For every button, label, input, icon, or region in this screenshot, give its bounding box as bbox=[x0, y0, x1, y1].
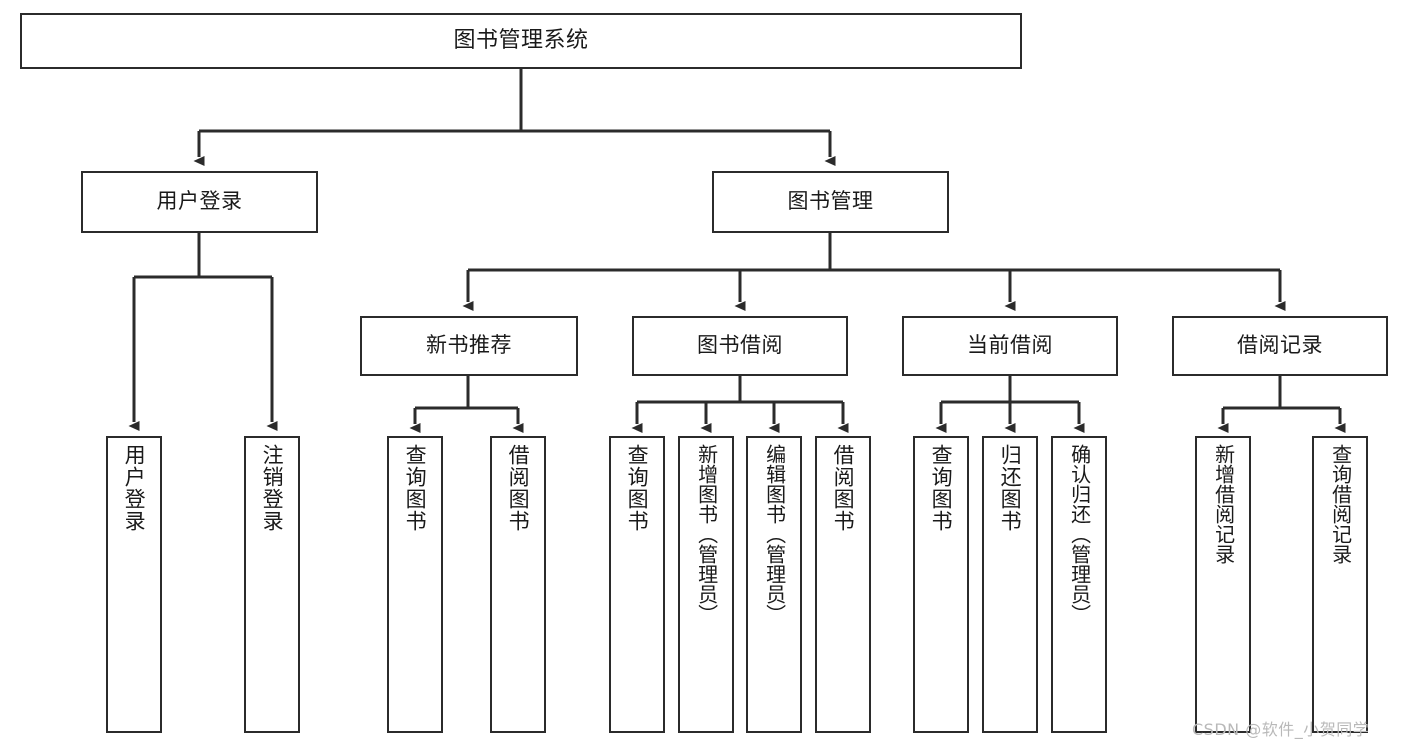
node-label: 图书借阅 bbox=[697, 333, 783, 358]
node-user-login[interactable]: 用户登录 bbox=[81, 171, 318, 233]
node-label: 图书管理 bbox=[787, 189, 874, 214]
node-label: 用户登录 bbox=[122, 444, 147, 532]
node-leaf-return-book[interactable]: 归还图书 bbox=[982, 436, 1038, 733]
node-new-book-recommend[interactable]: 新书推荐 bbox=[360, 316, 578, 376]
node-leaf-edit-book[interactable]: 编辑图书（管理员） bbox=[746, 436, 802, 733]
watermark-text: CSDN @软件_小贺同学 bbox=[1192, 720, 1370, 739]
node-label: 确认归还（管理员） bbox=[1067, 444, 1092, 624]
node-leaf-confirm-return[interactable]: 确认归还（管理员） bbox=[1051, 436, 1107, 733]
node-leaf-user-login[interactable]: 用户登录 bbox=[106, 436, 162, 733]
node-leaf-add-record[interactable]: 新增借阅记录 bbox=[1195, 436, 1251, 733]
node-label: 图书管理系统 bbox=[453, 27, 589, 53]
node-label: 归还图书 bbox=[998, 444, 1023, 532]
node-leaf-query-record[interactable]: 查询借阅记录 bbox=[1312, 436, 1368, 733]
node-leaf-query-book-3[interactable]: 查询图书 bbox=[913, 436, 969, 733]
node-label: 新增借阅记录 bbox=[1211, 444, 1236, 564]
node-borrow-record[interactable]: 借阅记录 bbox=[1172, 316, 1388, 376]
node-label: 注销登录 bbox=[260, 444, 285, 532]
node-root-system[interactable]: 图书管理系统 bbox=[20, 13, 1022, 69]
node-label: 新书推荐 bbox=[426, 333, 512, 358]
node-leaf-add-book[interactable]: 新增图书（管理员） bbox=[678, 436, 734, 733]
node-label: 借阅图书 bbox=[831, 444, 856, 532]
node-leaf-borrow-book-1[interactable]: 借阅图书 bbox=[490, 436, 546, 733]
node-label: 用户登录 bbox=[156, 189, 243, 214]
node-book-manage[interactable]: 图书管理 bbox=[712, 171, 949, 233]
node-leaf-logout-login[interactable]: 注销登录 bbox=[244, 436, 300, 733]
node-label: 查询图书 bbox=[929, 444, 954, 532]
node-label: 新增图书（管理员） bbox=[694, 444, 719, 624]
node-book-borrow[interactable]: 图书借阅 bbox=[632, 316, 848, 376]
node-label: 借阅图书 bbox=[506, 444, 531, 532]
node-leaf-query-book-1[interactable]: 查询图书 bbox=[387, 436, 443, 733]
node-label: 查询图书 bbox=[625, 444, 650, 532]
node-label: 当前借阅 bbox=[967, 333, 1053, 358]
node-label: 查询借阅记录 bbox=[1328, 444, 1353, 564]
node-leaf-borrow-book-2[interactable]: 借阅图书 bbox=[815, 436, 871, 733]
node-label: 编辑图书（管理员） bbox=[762, 444, 787, 624]
node-label: 查询图书 bbox=[403, 444, 428, 532]
node-label: 借阅记录 bbox=[1237, 333, 1323, 358]
node-current-borrow[interactable]: 当前借阅 bbox=[902, 316, 1118, 376]
node-leaf-query-book-2[interactable]: 查询图书 bbox=[609, 436, 665, 733]
